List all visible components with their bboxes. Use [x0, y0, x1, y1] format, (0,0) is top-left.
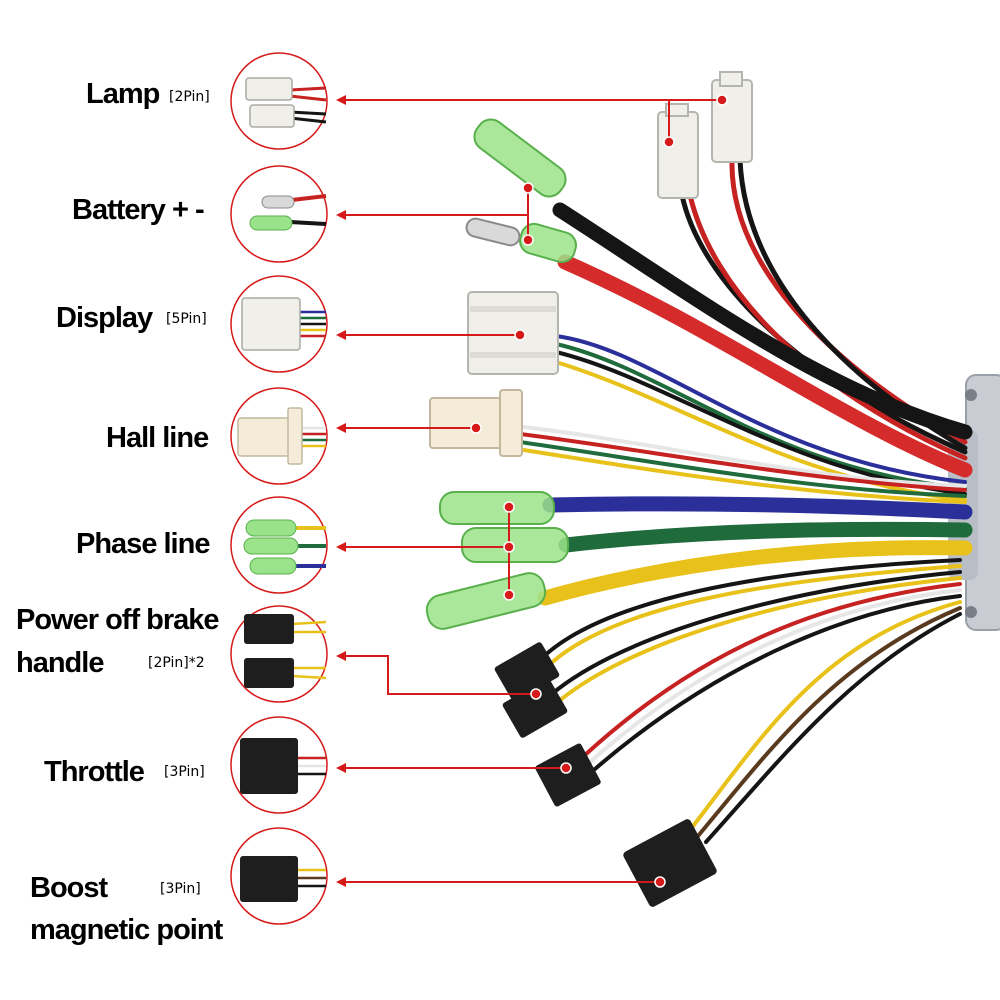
hall-wire-red — [503, 430, 967, 492]
brake-wire-black-1 — [538, 558, 962, 662]
boost-wire-yellow — [688, 600, 962, 832]
black-2pin-connector-icon — [244, 614, 327, 688]
black-3pin-connector-icon — [240, 856, 326, 902]
boost-wire-brown — [696, 606, 962, 838]
brake-label-line2: handle — [16, 647, 104, 679]
battery-wire-black — [552, 202, 973, 440]
brake-callout — [336, 651, 536, 695]
boost-wire-black — [704, 612, 962, 844]
display-wire-yellow — [554, 360, 967, 502]
green-phase-terminal-icon — [243, 519, 326, 575]
boost-pin-count: [3Pin] — [160, 881, 201, 897]
phase-wire-green — [558, 521, 973, 553]
throttle-pin-count: [3Pin] — [164, 764, 205, 780]
display-connector — [467, 291, 559, 375]
display-pin-count: [5Pin] — [166, 311, 207, 327]
green-bullet-terminal-icon — [249, 194, 327, 231]
boost-connector — [623, 819, 717, 907]
brake-label-line1: Power off brake — [16, 604, 220, 636]
phase-wire-yellow — [537, 540, 973, 606]
throttle-connector — [535, 743, 601, 807]
lamp-wire-red-2 — [729, 157, 968, 445]
display-wire-green — [554, 342, 967, 490]
display-wire-blue — [554, 334, 967, 484]
boost-label-line1: Boost — [30, 872, 108, 904]
white-hall-connector-icon — [237, 407, 326, 465]
hall-connector — [429, 389, 523, 457]
hall-wire-white — [503, 423, 967, 488]
brake-wire-yellow-1 — [544, 564, 962, 670]
black-3pin-connector-icon — [240, 738, 326, 794]
lamp-connector-pair — [657, 71, 753, 199]
lamp-callout — [336, 95, 722, 142]
phase-label: Phase line — [76, 528, 210, 560]
battery-callout — [336, 188, 529, 220]
phase-wire-blue — [542, 496, 973, 520]
hall-wire-green — [503, 438, 967, 498]
display-label: Display — [56, 302, 153, 334]
battery-label: Battery + - — [72, 194, 205, 226]
lamp-wire-black-2 — [737, 157, 968, 451]
boost-label-line2: magnetic point — [30, 914, 223, 946]
wire-bundle — [503, 157, 973, 844]
throttle-label: Throttle — [44, 756, 145, 788]
brake-wire-yellow-2 — [549, 576, 962, 710]
white-2pin-connector-icon — [245, 77, 327, 128]
hall-label: Hall line — [106, 422, 209, 454]
brake-connectors — [494, 642, 568, 738]
brake-pin-count: [2Pin]*2 — [148, 655, 205, 671]
lamp-pin-count: [2Pin] — [169, 89, 210, 105]
brake-wire-black-2 — [543, 570, 962, 702]
battery-wire-red — [557, 254, 973, 478]
white-5pin-connector-icon — [241, 297, 326, 351]
lamp-label: Lamp — [86, 78, 160, 110]
throttle-wire-white — [588, 588, 962, 764]
battery-terminals — [465, 118, 577, 264]
callout-dots — [470, 94, 728, 888]
hall-wire-yellow — [503, 445, 967, 504]
phase-terminals — [425, 491, 569, 630]
throttle-wire-red — [583, 582, 962, 757]
throttle-wire-black — [593, 594, 962, 771]
lamp-wire-red — [687, 192, 968, 461]
callout-lines — [336, 95, 722, 887]
